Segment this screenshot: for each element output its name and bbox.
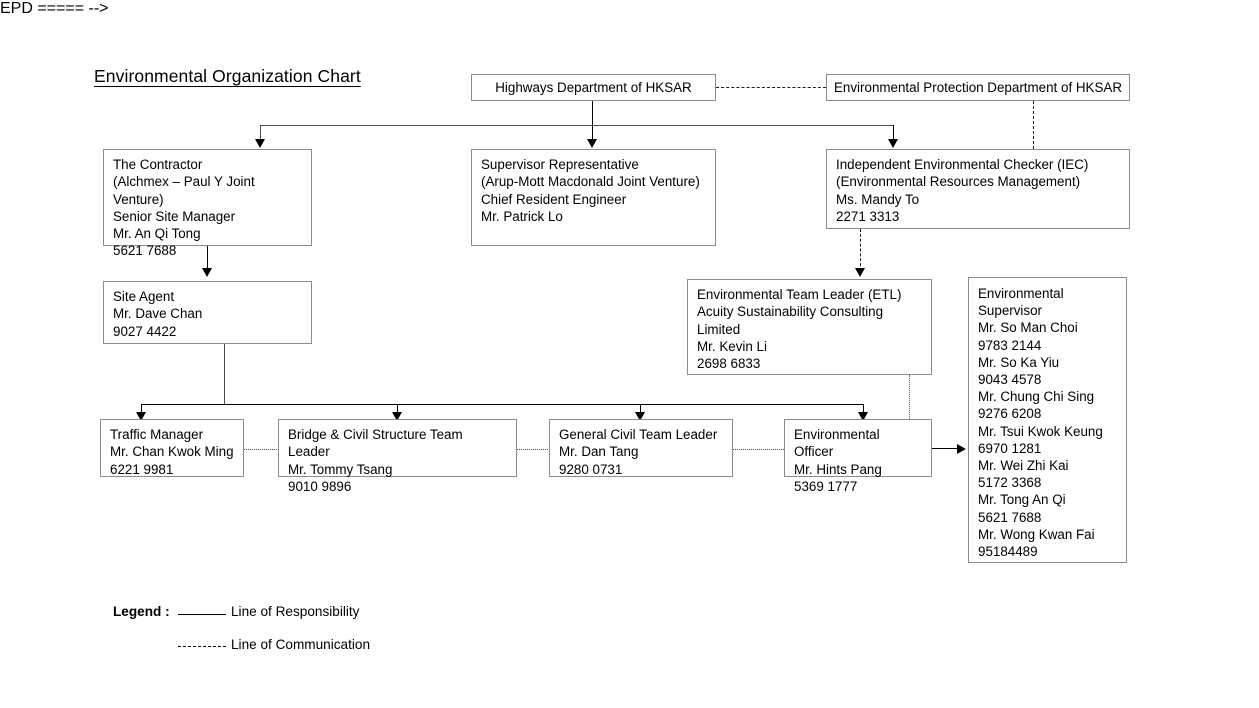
arrowhead-contractor	[255, 139, 265, 148]
box-traffic-manager: Traffic Manager Mr. Chan Kwok Ming 6221 …	[100, 419, 244, 477]
box-epd-text: Environmental Protection Department of H…	[833, 79, 1123, 95]
connector-traffic-to-bridge	[244, 449, 279, 450]
arrowhead-traffic-manager	[136, 412, 146, 421]
legend-solid-line	[178, 614, 226, 615]
connector-bus-to-contractor	[260, 125, 262, 142]
box-etl: Environmental Team Leader (ETL) Acuity S…	[687, 279, 932, 375]
arrowhead-general-civil	[635, 412, 645, 421]
connector-general-to-environmental-officer	[733, 449, 784, 450]
connector-bus-to-supervisor	[592, 125, 594, 142]
connector-highways-to-epd	[716, 87, 826, 88]
box-iec: Independent Environmental Checker (IEC) …	[826, 149, 1130, 229]
box-site-agent: Site Agent Mr. Dave Chan 9027 4422	[103, 281, 312, 344]
arrowhead-bridge-civil	[392, 412, 402, 421]
connector-contractor-to-site-agent	[207, 246, 209, 271]
connector-bus-to-bridge-civil	[397, 404, 399, 415]
connector-bridge-to-general	[517, 449, 550, 450]
connector-highways-stem	[592, 100, 594, 126]
connector-eo-to-supervisor	[932, 448, 960, 450]
legend-communication-text: Line of Communication	[231, 637, 371, 652]
arrowhead-supervisor	[587, 139, 597, 148]
legend-dashed-line	[178, 646, 226, 647]
box-environmental-supervisor: Environmental Supervisor Mr. So Man Choi…	[968, 277, 1127, 563]
connector-etl-to-environmental-officer	[909, 375, 910, 419]
connector-bus-to-traffic-manager	[141, 404, 143, 415]
box-highways-department-text: Highways Department of HKSAR	[495, 79, 692, 95]
connector-epd-to-iec	[1033, 101, 1034, 149]
arrowhead-etl	[855, 268, 865, 277]
connector-iec-to-etl	[860, 229, 861, 271]
arrowhead-environmental-officer	[858, 412, 868, 421]
box-general-civil-team-leader: General Civil Team Leader Mr. Dan Tang 9…	[549, 419, 733, 477]
box-supervisor-representative: Supervisor Representative (Arup-Mott Mac…	[471, 149, 716, 246]
connector-bottom-bus	[141, 404, 864, 406]
box-highways-department: Highways Department of HKSAR	[471, 74, 716, 101]
legend-label: Legend :	[113, 604, 170, 619]
connector-bus-to-iec	[893, 125, 895, 142]
arrowhead-site-agent	[202, 268, 212, 277]
arrowhead-environmental-supervisor	[957, 444, 966, 454]
page-title: Environmental Organization Chart	[94, 66, 361, 86]
box-environmental-officer: Environmental Officer Mr. Hints Pang 536…	[784, 419, 932, 494]
box-epd: Environmental Protection Department of H…	[826, 74, 1130, 101]
connector-bus-to-environmental-officer	[863, 404, 865, 415]
box-bridge-civil-team-leader: Bridge & Civil Structure Team Leader Mr.…	[278, 419, 517, 494]
arrowhead-iec	[888, 139, 898, 148]
connector-top-bus	[260, 125, 894, 127]
connector-site-agent-stem	[224, 344, 226, 405]
box-contractor: The Contractor (Alchmex – Paul Y Joint V…	[103, 149, 312, 258]
legend-responsibility-text: Line of Responsibility	[231, 604, 360, 619]
connector-bus-to-general-civil	[640, 404, 642, 415]
